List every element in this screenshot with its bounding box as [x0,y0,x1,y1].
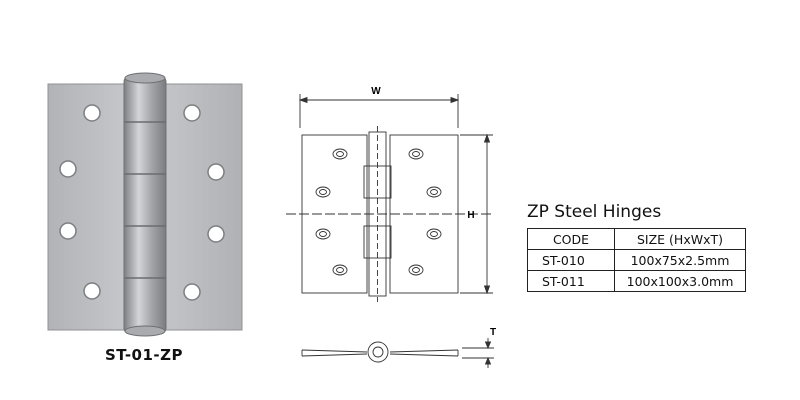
dim-thickness-label: T [490,327,496,338]
spec-title: ZP Steel Hinges [527,202,662,222]
table-header-row: CODE SIZE (HxWxT) [527,228,746,250]
table-row: ST-011 100x100x3.0mm [527,270,746,292]
cell-code: ST-011 [527,270,615,292]
product-caption: ST-01-ZP [105,346,184,364]
header-size: SIZE (HxWxT) [614,228,746,250]
header-code: CODE [527,228,615,250]
table-row: ST-010 100x75x2.5mm [527,249,746,271]
dim-height-label: H [467,210,474,221]
hinge-technical-drawing: W H T [286,86,496,368]
cell-size: 100x100x3.0mm [614,270,746,292]
cell-code: ST-010 [527,249,615,271]
cell-size: 100x75x2.5mm [614,249,746,271]
spec-table: CODE SIZE (HxWxT) ST-010 100x75x2.5mm ST… [527,228,746,292]
hinge-photo [47,72,243,337]
dim-width-label: W [371,86,381,97]
